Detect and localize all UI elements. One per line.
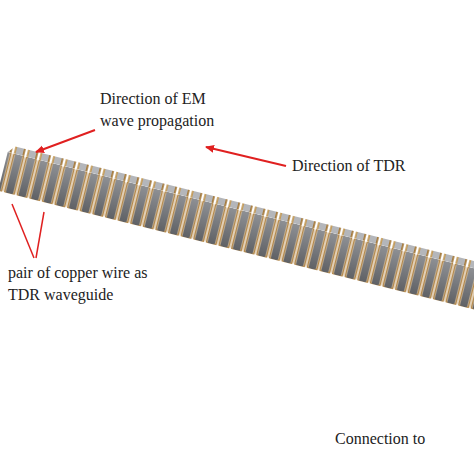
waveguide-ribbon bbox=[0, 145, 474, 314]
em-arrow bbox=[36, 130, 95, 152]
leader-line bbox=[36, 212, 44, 258]
direction-label: Direction of EM wave propagation bbox=[100, 88, 225, 132]
leader-line bbox=[12, 204, 34, 258]
part-label: pair of copper wire as TDR waveguide bbox=[8, 262, 178, 306]
ribbon-front bbox=[0, 152, 474, 313]
direction-label: Direction of TDR bbox=[292, 155, 462, 177]
tdr-arrow bbox=[206, 147, 286, 166]
connection-label: Connection to bbox=[335, 428, 465, 450]
